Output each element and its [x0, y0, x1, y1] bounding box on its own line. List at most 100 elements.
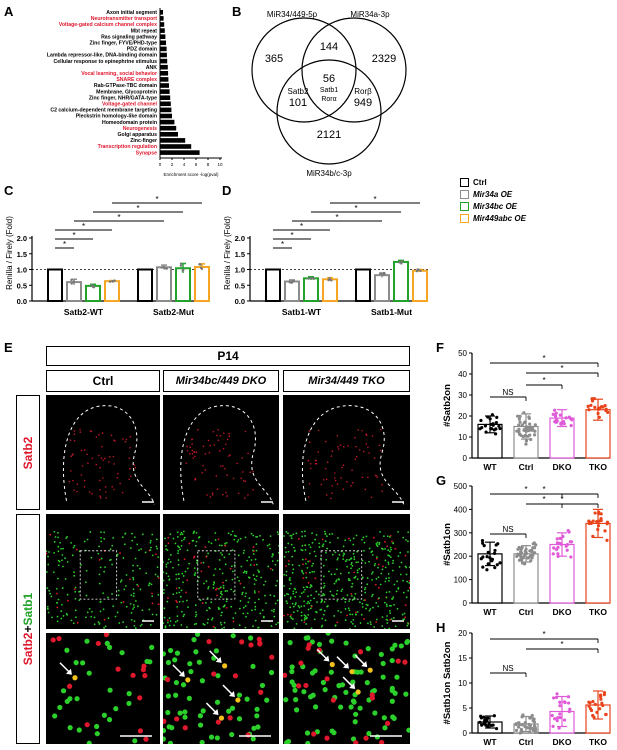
cell — [355, 534, 358, 537]
cell — [74, 597, 77, 600]
cell — [165, 572, 168, 575]
cell — [313, 618, 316, 621]
cell — [246, 559, 249, 562]
cell — [402, 591, 405, 594]
cell — [168, 578, 171, 581]
cell — [292, 592, 295, 595]
satb2-cell — [103, 633, 109, 638]
cell — [344, 619, 347, 621]
satb2-cell — [365, 434, 368, 437]
satb2-cell — [101, 445, 103, 448]
double-positive-cell — [355, 689, 361, 695]
satb2-cell — [333, 472, 336, 474]
panel-a-category-label: Axon initial segment — [106, 10, 157, 16]
panel-h-ns-label: NS — [502, 664, 513, 673]
panel-f-point — [564, 416, 568, 420]
panel-d-group-label: Satb1-Mut — [371, 307, 412, 317]
cell — [70, 619, 73, 622]
cell — [176, 615, 179, 618]
cell — [56, 620, 59, 623]
cell — [88, 607, 91, 610]
cell — [405, 596, 408, 599]
cell — [175, 587, 178, 590]
cell — [288, 587, 291, 590]
panel-h-point — [555, 719, 559, 723]
cell — [290, 534, 293, 537]
cell — [223, 626, 225, 629]
cell — [255, 549, 258, 552]
satb2-cell — [346, 481, 348, 483]
cell — [303, 621, 306, 624]
satb1-cell — [285, 738, 292, 744]
satb2-cell — [129, 435, 132, 438]
cell — [351, 585, 353, 588]
cell — [305, 572, 308, 574]
satb1-cell — [208, 734, 215, 740]
cell — [269, 535, 272, 538]
cell — [275, 623, 278, 626]
cell — [130, 594, 133, 597]
cell — [373, 626, 376, 628]
satb2-cell — [364, 488, 367, 491]
panel-g-point — [521, 556, 525, 560]
cell — [324, 530, 326, 533]
panel-c-point — [179, 264, 183, 267]
panel-d-significance-star: * — [354, 204, 357, 213]
cell — [372, 606, 374, 609]
satb1-cell — [293, 697, 299, 703]
arrow-shaft — [172, 664, 184, 676]
panel-g-significance-star: * — [560, 495, 563, 504]
panel-h-point — [558, 704, 562, 708]
panel-a-category-label: Cellular response to epinephrine stimulu… — [54, 59, 158, 65]
cell — [322, 543, 325, 546]
panel-a-bar — [160, 101, 171, 107]
venn-count-bc: 949 — [354, 97, 372, 109]
cell — [402, 536, 405, 539]
cell — [407, 589, 410, 592]
satb2-cell — [252, 470, 254, 473]
cell — [383, 628, 386, 629]
satb2-cell — [100, 457, 103, 459]
cell — [342, 554, 345, 557]
panel-c-point — [111, 279, 114, 283]
cell — [283, 585, 285, 587]
cell — [137, 585, 140, 587]
satb1-cell — [104, 640, 110, 646]
cell — [408, 586, 410, 589]
cell — [175, 573, 178, 576]
cell — [377, 605, 380, 608]
cell — [381, 548, 384, 551]
cell — [295, 532, 298, 535]
cell — [307, 582, 310, 584]
satb1-cell — [182, 709, 188, 715]
panel-h-point — [528, 724, 532, 728]
cell — [165, 563, 168, 566]
cell — [407, 540, 409, 543]
cell — [138, 567, 141, 570]
satb1-cell — [283, 697, 289, 703]
satb1-cell — [132, 738, 138, 744]
cell — [276, 580, 279, 582]
panel-f-point — [527, 415, 531, 419]
cell — [330, 573, 333, 576]
panel-d-bar — [284, 280, 300, 303]
cell — [270, 625, 273, 627]
cell — [289, 597, 292, 600]
cell — [230, 605, 233, 608]
cell — [180, 610, 183, 613]
satb2-cell — [189, 446, 191, 449]
cell — [76, 621, 79, 624]
panel-a-bar — [160, 113, 172, 119]
panel-h-point — [482, 715, 486, 719]
panel-g-point — [520, 545, 524, 550]
cell — [141, 609, 144, 612]
cell — [370, 551, 373, 553]
cell — [252, 534, 255, 537]
cell — [314, 555, 317, 558]
cell — [55, 587, 58, 590]
cell — [140, 623, 143, 626]
satb1-cell — [354, 669, 361, 675]
cell — [98, 573, 101, 576]
satb2-cell — [130, 672, 136, 678]
satb1-cell — [394, 674, 400, 680]
